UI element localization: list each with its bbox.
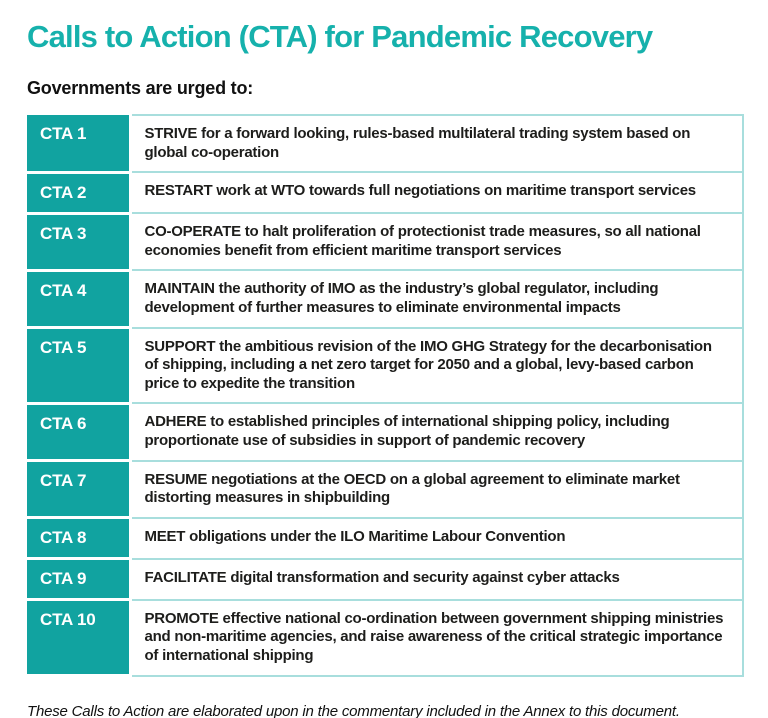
table-row: CTA 2 RESTART work at WTO towards full n… <box>27 171 744 215</box>
table-row: CTA 4 MAINTAIN the authority of IMO as t… <box>27 269 744 330</box>
table-row: CTA 1 STRIVE for a forward looking, rule… <box>27 114 744 174</box>
cta-label-cell: CTA 5 <box>27 327 132 405</box>
cta-text-cell: RESTART work at WTO towards full negotia… <box>129 171 744 215</box>
table-row: CTA 5 SUPPORT the ambitious revision of … <box>27 326 744 405</box>
cta-label-cell: CTA 4 <box>27 270 132 330</box>
cta-text-cell: STRIVE for a forward looking, rules-base… <box>129 114 744 174</box>
table-row: CTA 9 FACILITATE digital transformation … <box>27 557 744 602</box>
footnote: These Calls to Action are elaborated upo… <box>27 703 680 718</box>
cta-text-cell: SUPPORT the ambitious revision of the IM… <box>129 326 744 405</box>
cta-text-cell: CO-OPERATE to halt proliferation of prot… <box>129 212 744 272</box>
table-row: CTA 8 MEET obligations under the ILO Mar… <box>27 516 744 561</box>
page-title: Calls to Action (CTA) for Pandemic Recov… <box>27 19 653 54</box>
cta-label-cell: CTA 7 <box>27 460 132 520</box>
table-row: CTA 6 ADHERE to established principles o… <box>27 402 744 463</box>
cta-text-cell: ADHERE to established principles of inte… <box>129 402 744 462</box>
cta-label-cell: CTA 10 <box>27 599 132 678</box>
cta-label-cell: CTA 9 <box>27 558 132 602</box>
cta-label-cell: CTA 8 <box>27 517 132 561</box>
cta-text-cell: RESUME negotiations at the OECD on a glo… <box>129 459 744 519</box>
cta-text-cell: MAINTAIN the authority of IMO as the ind… <box>129 269 744 329</box>
cta-label-cell: CTA 2 <box>27 172 132 215</box>
table-row: CTA 3 CO-OPERATE to halt proliferation o… <box>27 212 744 272</box>
cta-label-cell: CTA 6 <box>27 403 132 463</box>
cta-text-cell: PROMOTE effective national co-ordination… <box>129 598 744 677</box>
table-row: CTA 7 RESUME negotiations at the OECD on… <box>27 459 744 520</box>
cta-label-cell: CTA 1 <box>27 115 132 174</box>
cta-text-cell: FACILITATE digital transformation and se… <box>129 557 744 601</box>
table-row: CTA 10 PROMOTE effective national co-ord… <box>27 598 744 678</box>
cta-table: CTA 1 STRIVE for a forward looking, rule… <box>27 114 744 678</box>
cta-text-cell: MEET obligations under the ILO Maritime … <box>129 516 744 560</box>
cta-table-body: CTA 1 STRIVE for a forward looking, rule… <box>27 114 744 678</box>
subtitle: Governments are urged to: <box>27 78 254 99</box>
cta-label-cell: CTA 3 <box>27 213 132 272</box>
